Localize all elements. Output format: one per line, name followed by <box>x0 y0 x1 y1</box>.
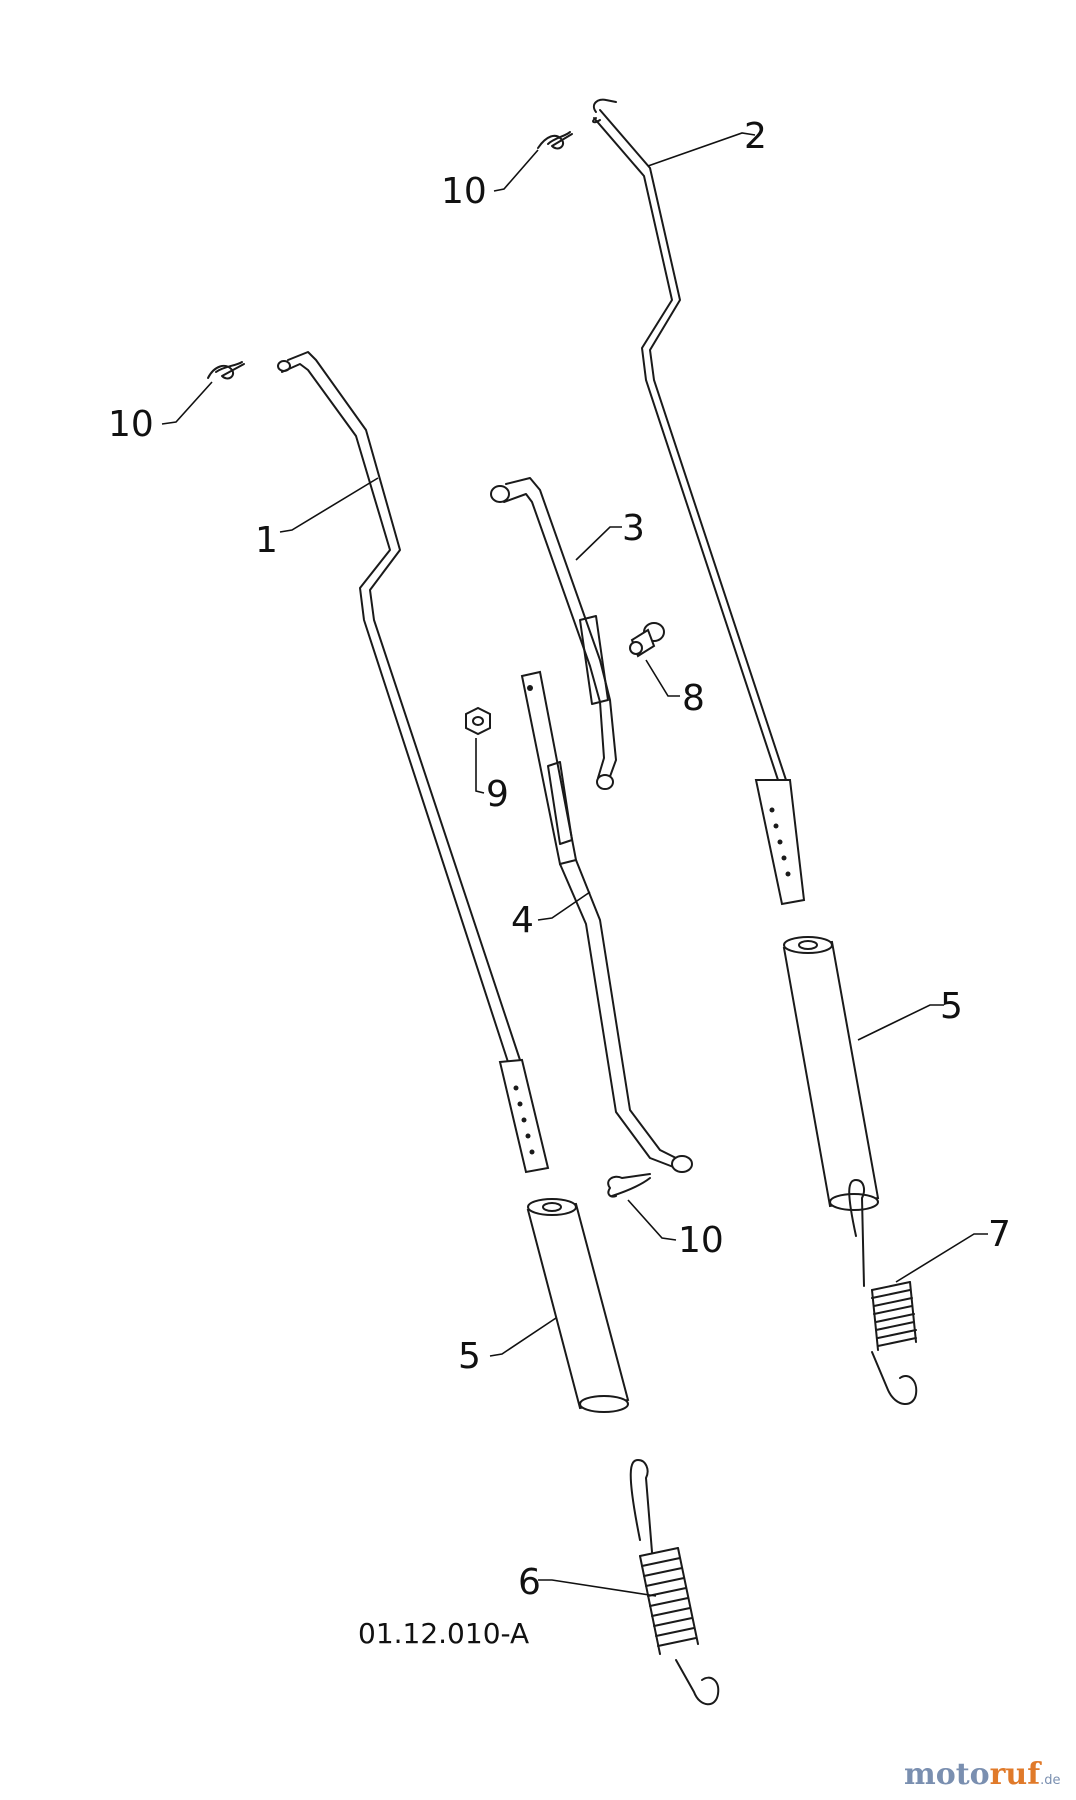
callout-8: 8 <box>682 678 705 719</box>
hair-pin-clip-10-left <box>207 361 245 380</box>
callout-9: 9 <box>486 774 509 815</box>
callout-5-right: 5 <box>940 986 963 1027</box>
callout-6: 6 <box>518 1562 541 1603</box>
handle-sleeve-5-left <box>526 1198 630 1413</box>
watermark-logo: motoruf.de <box>904 1757 1061 1792</box>
drawing-code: 01.12.010-A <box>358 1617 529 1650</box>
hair-pin-clip-10-top <box>537 131 573 150</box>
link-part-4 <box>520 670 693 1173</box>
rod-part-1 <box>277 351 550 1174</box>
svg-text:motoruf.de: motoruf.de <box>904 1757 1061 1792</box>
callout-10-top: 10 <box>441 171 487 212</box>
callout-10-bottom: 10 <box>678 1220 724 1261</box>
extension-spring-7 <box>848 1179 918 1405</box>
callout-5-left: 5 <box>458 1336 481 1377</box>
callout-3: 3 <box>622 508 645 549</box>
leader-lines <box>161 132 988 1597</box>
hex-nut-9 <box>465 706 491 736</box>
callout-7: 7 <box>988 1214 1011 1255</box>
callout-4: 4 <box>511 900 534 941</box>
callout-labels: 1 2 3 4 5 5 6 7 8 9 10 10 10 <box>108 116 1011 1603</box>
callout-2: 2 <box>744 116 767 157</box>
clevis-pin-8 <box>629 622 665 658</box>
rod-part-2 <box>592 98 806 906</box>
hair-pin-clip-10-bottom <box>607 1173 651 1198</box>
handle-sleeve-5-right <box>782 936 880 1211</box>
callout-1: 1 <box>255 520 278 561</box>
extension-spring-6 <box>629 1459 720 1706</box>
callout-10-left: 10 <box>108 404 154 445</box>
link-part-3 <box>490 477 617 790</box>
